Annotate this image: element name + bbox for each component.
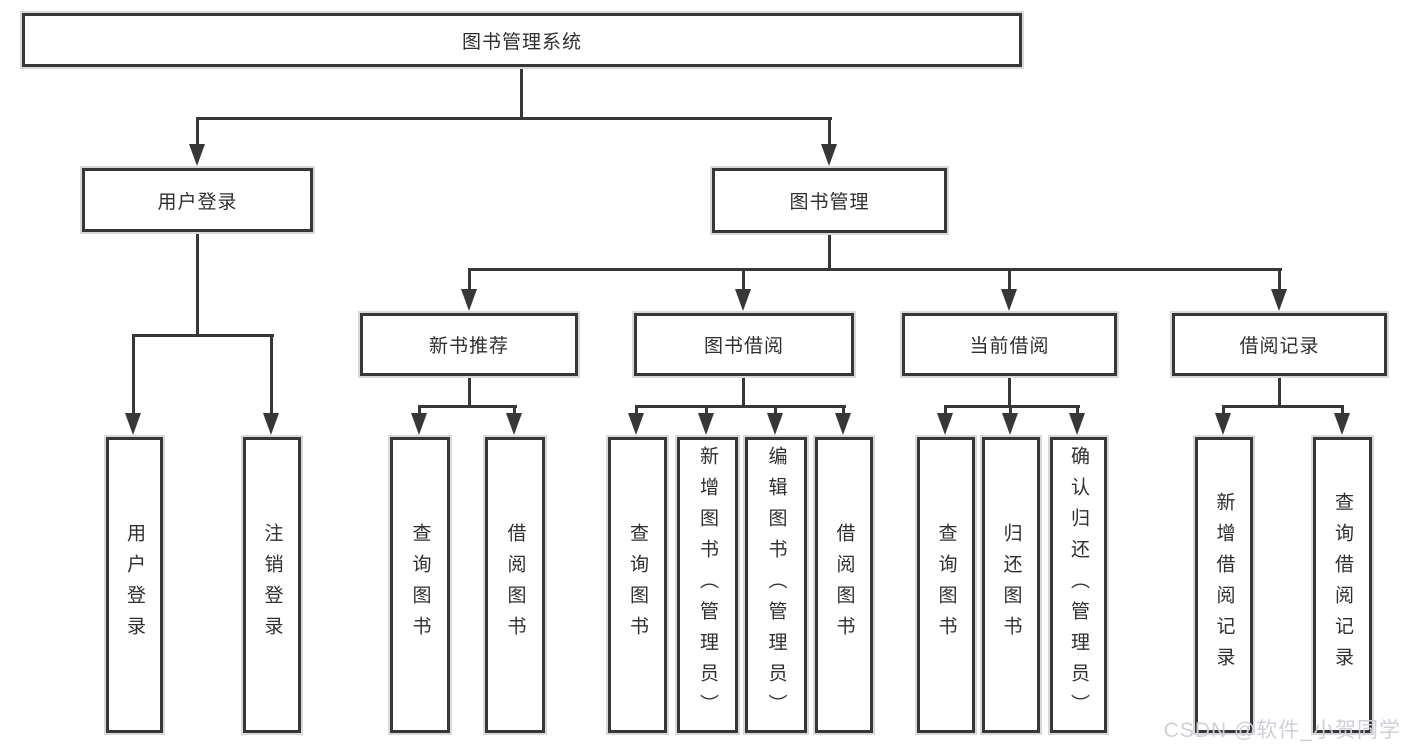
leaf-add-borrow-record: 新增借阅记录 — [1195, 437, 1253, 733]
connector-line — [468, 268, 471, 290]
connector-line — [197, 117, 832, 120]
connector-line — [513, 405, 516, 415]
connector-line — [1278, 376, 1281, 408]
connector-line — [828, 117, 831, 146]
leaf-borrow-books-recommend: 借阅图书 — [485, 437, 545, 733]
leaf-user-login: 用户登录 — [106, 437, 163, 733]
node-book-management: 图书管理 — [712, 168, 947, 233]
connector-line — [270, 334, 273, 415]
connector-line — [742, 268, 745, 290]
leaf-edit-book-admin: 编辑图书（管理员） — [745, 437, 807, 733]
connector-line — [635, 405, 638, 415]
leaf-borrow-books: 借阅图书 — [815, 437, 873, 733]
node-library-management-system: 图书管理系统 — [22, 13, 1022, 67]
connector-line — [469, 268, 1282, 271]
node-user-login: 用户登录 — [82, 168, 313, 232]
connector-line — [1278, 268, 1281, 290]
leaf-confirm-return-admin: 确认归还（管理员） — [1050, 437, 1107, 733]
arrowhead-down-icon — [628, 413, 644, 435]
connector-line — [1222, 405, 1225, 415]
arrowhead-down-icon — [506, 413, 522, 435]
arrowhead-down-icon — [1334, 413, 1350, 435]
arrowhead-down-icon — [1069, 413, 1085, 435]
arrowhead-down-icon — [1271, 289, 1287, 311]
connector-line — [468, 376, 471, 408]
arrowhead-down-icon — [735, 289, 751, 311]
connector-line — [828, 233, 831, 271]
arrowhead-down-icon — [1002, 413, 1018, 435]
arrowhead-down-icon — [767, 413, 783, 435]
connector-line — [419, 405, 517, 408]
connector-line — [132, 334, 135, 415]
csdn-watermark: CSDN @软件_小贺同学 — [1163, 719, 1401, 742]
arrowhead-down-icon — [411, 413, 427, 435]
node-current-borrow: 当前借阅 — [902, 313, 1117, 376]
arrowhead-down-icon — [1001, 289, 1017, 311]
arrowhead-down-icon — [835, 413, 851, 435]
leaf-query-books-current: 查询图书 — [917, 437, 975, 733]
leaf-query-borrow-record: 查询借阅记录 — [1313, 437, 1372, 733]
node-new-book-recommend: 新书推荐 — [360, 313, 578, 376]
leaf-query-books-recommend: 查询图书 — [390, 437, 450, 733]
arrowhead-down-icon — [263, 413, 279, 435]
node-book-borrow: 图书借阅 — [634, 313, 854, 376]
connector-line — [418, 405, 421, 415]
connector-line — [705, 405, 708, 415]
connector-line — [944, 405, 947, 415]
node-borrow-records: 借阅记录 — [1172, 313, 1387, 376]
connector-line — [196, 117, 199, 146]
arrowhead-down-icon — [821, 144, 837, 166]
arrowhead-down-icon — [189, 144, 205, 166]
connector-line — [1009, 405, 1012, 415]
connector-line — [133, 334, 274, 337]
arrowhead-down-icon — [125, 413, 141, 435]
connector-line — [1008, 376, 1011, 408]
connector-line — [1076, 405, 1079, 415]
connector-line — [742, 376, 745, 408]
connector-line — [636, 405, 846, 408]
connector-line — [945, 405, 1080, 408]
connector-line — [1341, 405, 1344, 415]
arrowhead-down-icon — [698, 413, 714, 435]
leaf-logout: 注销登录 — [243, 437, 301, 733]
arrowhead-down-icon — [937, 413, 953, 435]
connector-line — [842, 405, 845, 415]
connector-line — [1008, 268, 1011, 290]
connector-line — [1223, 405, 1344, 408]
connector-line — [520, 67, 523, 120]
leaf-query-books-borrow: 查询图书 — [608, 437, 667, 733]
connector-line — [774, 405, 777, 415]
arrowhead-down-icon — [461, 289, 477, 311]
leaf-return-book: 归还图书 — [982, 437, 1040, 733]
leaf-add-book-admin: 新增图书（管理员） — [677, 437, 738, 733]
arrowhead-down-icon — [1215, 413, 1231, 435]
connector-line — [196, 232, 199, 336]
